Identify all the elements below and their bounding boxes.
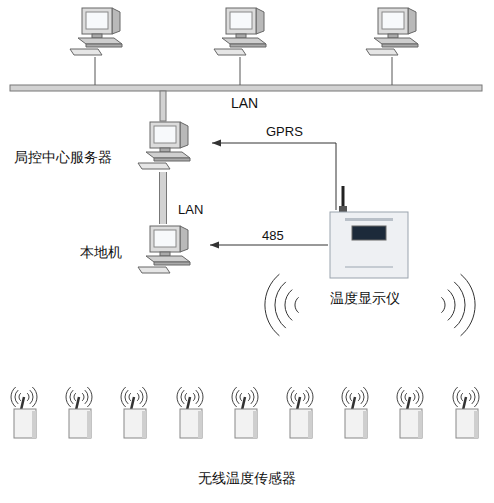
display-node: 温度显示仪 xyxy=(328,210,414,308)
sensor-icon xyxy=(121,387,147,438)
connector-line xyxy=(212,143,336,210)
pipe-fill xyxy=(160,172,166,224)
lan-link xyxy=(163,172,164,224)
sensor-icon xyxy=(66,387,92,438)
sensor-icon xyxy=(397,387,423,438)
edge-label: GPRS xyxy=(266,124,303,139)
node-label: 本地机 xyxy=(80,244,122,260)
sensor-icon xyxy=(453,387,479,438)
signal-arrow xyxy=(210,245,328,246)
drop-line xyxy=(240,57,241,85)
drop-line xyxy=(392,57,393,85)
sensor-icon xyxy=(342,387,368,438)
edge-label: 485 xyxy=(262,228,284,243)
node-label: 局控中心服务器 xyxy=(14,149,112,165)
drop-line xyxy=(95,57,96,85)
server-node: 局控中心服务器 xyxy=(12,118,212,172)
node-label: 温度显示仪 xyxy=(330,290,400,306)
network-label: LAN xyxy=(231,95,258,111)
lan-drop xyxy=(160,91,166,121)
sensor-icon xyxy=(11,387,37,438)
group-label: 无线温度传感器 xyxy=(198,470,296,486)
computer-icon xyxy=(70,8,122,55)
sensor-icon xyxy=(287,387,313,438)
computer-icon xyxy=(214,8,266,55)
local-pc-node: 本地机 xyxy=(76,224,210,278)
edge-label: LAN xyxy=(178,202,203,217)
pipe-outline xyxy=(159,172,167,224)
connector-line xyxy=(210,245,328,246)
sensor-icon xyxy=(177,387,203,438)
display-device xyxy=(330,186,408,278)
signal-arrow xyxy=(212,143,336,210)
computer-icon xyxy=(138,226,190,273)
radio-waves xyxy=(265,274,475,336)
computer-icon xyxy=(138,122,190,169)
lan-bus xyxy=(10,85,482,91)
sensor-icon xyxy=(232,387,258,438)
computer-icon xyxy=(366,8,418,55)
